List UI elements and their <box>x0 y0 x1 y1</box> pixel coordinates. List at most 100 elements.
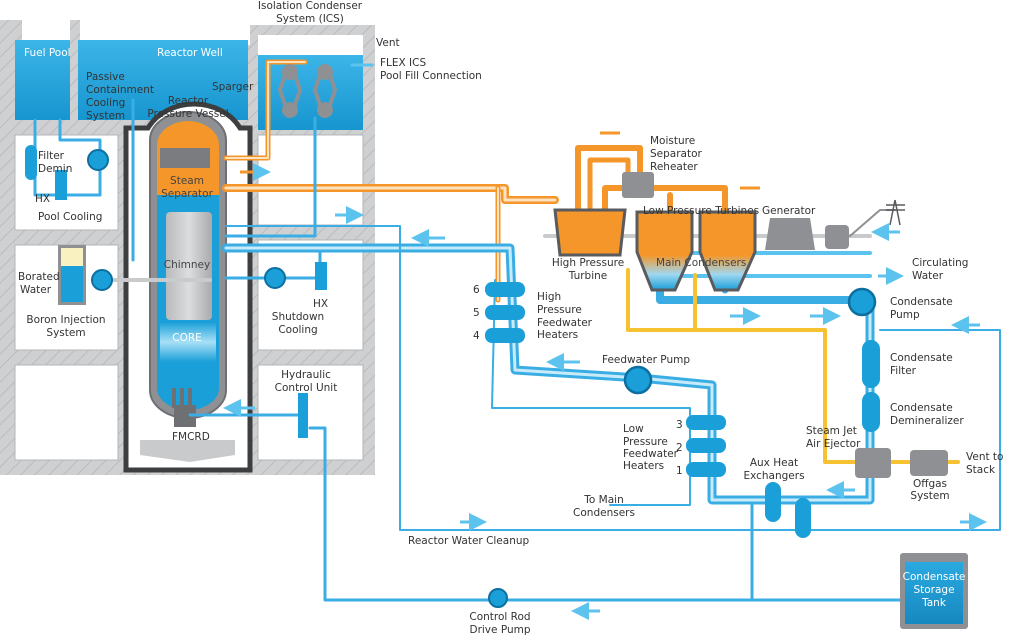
label-hcu-2: Control Unit <box>275 382 338 394</box>
label-lp-heater-1: 1 <box>676 465 683 477</box>
label-reactor-well: Reactor Well <box>157 47 223 59</box>
label-lp-heaters-3: Feedwater <box>623 448 679 460</box>
label-pccs-4: System <box>86 110 125 122</box>
label-crd-pump-2: Drive Pump <box>469 624 530 636</box>
label-msr-3: Reheater <box>650 161 698 173</box>
hx-pool-cooling <box>55 170 67 200</box>
label-hx-shutdown: HX <box>313 298 328 310</box>
svg-text:System (ICS): System (ICS) <box>276 13 344 25</box>
label-hp-heaters-3: Feedwater <box>537 317 593 329</box>
condensate-storage-tank <box>900 553 968 629</box>
pool-cooling-pump-icon <box>87 149 109 171</box>
crd-pump-icon <box>488 588 508 608</box>
ics-heat-exchanger <box>277 64 338 118</box>
label-fmcrd: FMCRD <box>172 431 210 443</box>
label-crd-pump-1: Control Rod <box>469 611 530 623</box>
label-ics-1: Isolation Condenser <box>258 0 363 12</box>
label-aux-hx-1: Aux Heat <box>750 457 798 469</box>
label-condensate-demin-2: Demineralizer <box>890 415 964 427</box>
label-condensate-pump-2: Pump <box>890 309 920 321</box>
label-flex-ics-2: Pool Fill Connection <box>380 70 482 82</box>
high-pressure-turbine <box>553 208 627 257</box>
label-to-main-condensers-1: To Main <box>583 494 623 506</box>
label-hcu-1: Hydraulic <box>281 369 331 381</box>
label-sjae-1: Steam Jet <box>806 425 857 437</box>
label-pccs-1: Passive <box>86 71 125 83</box>
hx-shutdown <box>315 262 327 290</box>
label-condensate-filter-2: Filter <box>890 365 917 377</box>
reactor-well <box>78 40 248 120</box>
transmission-tower-icon <box>886 199 905 226</box>
lp-heater-3 <box>686 415 726 430</box>
label-boron-injection-1: Boron Injection <box>26 314 105 326</box>
label-aux-hx-2: Exchangers <box>743 470 804 482</box>
label-to-main-condensers-2: Condensers <box>573 507 635 519</box>
label-hp-heaters-4: Heaters <box>537 329 578 341</box>
flow-arrows <box>223 131 987 620</box>
label-circulating-water-1: Circulating <box>912 257 968 269</box>
label-circulating-water-2: Water <box>912 270 944 282</box>
lp-heater-1 <box>686 462 726 477</box>
condensate-pump-icon <box>847 287 877 317</box>
label-chimney: Chimney <box>164 259 210 271</box>
label-lp-turbines: Low Pressure Turbines <box>643 205 759 217</box>
shutdown-pump-icon <box>264 267 286 289</box>
label-hp-turbine-1: High Pressure <box>552 257 624 269</box>
label-steam-separator-2: Separator <box>161 188 214 200</box>
label-lp-heaters-1: Low <box>623 423 644 435</box>
label-lp-heaters-4: Heaters <box>623 460 664 472</box>
label-sparger: Sparger <box>212 81 254 93</box>
label-msr-1: Moisture <box>650 135 695 147</box>
label-rpv-2: Pressure Vessel <box>147 108 228 120</box>
label-generator: Generator <box>762 205 816 217</box>
label-shutdown-cooling-1: Shutdown <box>272 311 324 323</box>
label-feedwater-pump: Feedwater Pump <box>602 354 690 366</box>
label-filter-demin-1: Filter <box>38 150 65 162</box>
aux-hx-2 <box>795 498 811 538</box>
label-filter-demin-2: Demin <box>38 163 72 175</box>
label-vent-to-stack-1: Vent to <box>966 451 1003 463</box>
label-borated-water-1: Borated <box>18 271 60 283</box>
generator <box>765 218 815 250</box>
hp-heater-5 <box>485 305 525 320</box>
filter-demin <box>25 145 37 180</box>
label-cst-1: Condensate <box>903 571 966 583</box>
label-vent-to-stack-2: Stack <box>966 464 996 476</box>
moisture-separator-reheater <box>622 172 654 198</box>
label-hp-heater-5: 5 <box>473 307 480 319</box>
turbine-hall <box>553 172 905 292</box>
label-fuel-pool: Fuel Pool <box>24 47 71 59</box>
label-hp-heater-4: 4 <box>473 330 480 342</box>
label-condensate-demin-1: Condensate <box>890 402 953 414</box>
fuel-pool <box>15 40 70 120</box>
label-sjae-2: Air Ejector <box>806 438 861 450</box>
label-hp-heater-6: 6 <box>473 284 480 296</box>
lp-turbine-1 <box>635 210 694 292</box>
sjae <box>855 448 891 478</box>
label-lp-heater-3: 3 <box>676 419 683 431</box>
label-condensate-filter-1: Condensate <box>890 352 953 364</box>
label-boron-injection-2: System <box>46 327 85 339</box>
label-cst-3: Tank <box>921 597 947 609</box>
label-offgas-2: System <box>910 490 949 502</box>
hydraulic-control-unit <box>298 393 308 438</box>
hp-heater-4 <box>485 328 525 343</box>
label-borated-water-2: Water <box>20 284 52 296</box>
label-pccs-2: Containment <box>86 84 154 96</box>
label-lp-heaters-2: Pressure <box>623 436 668 448</box>
fmcrd <box>174 405 196 427</box>
heaters <box>25 145 880 538</box>
lp-heater-2 <box>686 438 726 453</box>
label-ics-2: System (ICS) <box>276 13 344 25</box>
offgas-system <box>910 450 948 476</box>
label-vent: Vent <box>376 37 400 49</box>
label-cst-2: Storage <box>913 584 954 596</box>
label-flex-ics-1: FLEX ICS <box>380 57 426 69</box>
svg-text:Isolation Condenser: Isolation Condenser <box>258 0 363 12</box>
condensate-filter <box>862 340 880 388</box>
ics-pool <box>258 55 363 130</box>
aux-hx-1 <box>765 482 781 522</box>
hp-heater-6 <box>485 282 525 297</box>
exciter <box>825 225 849 249</box>
